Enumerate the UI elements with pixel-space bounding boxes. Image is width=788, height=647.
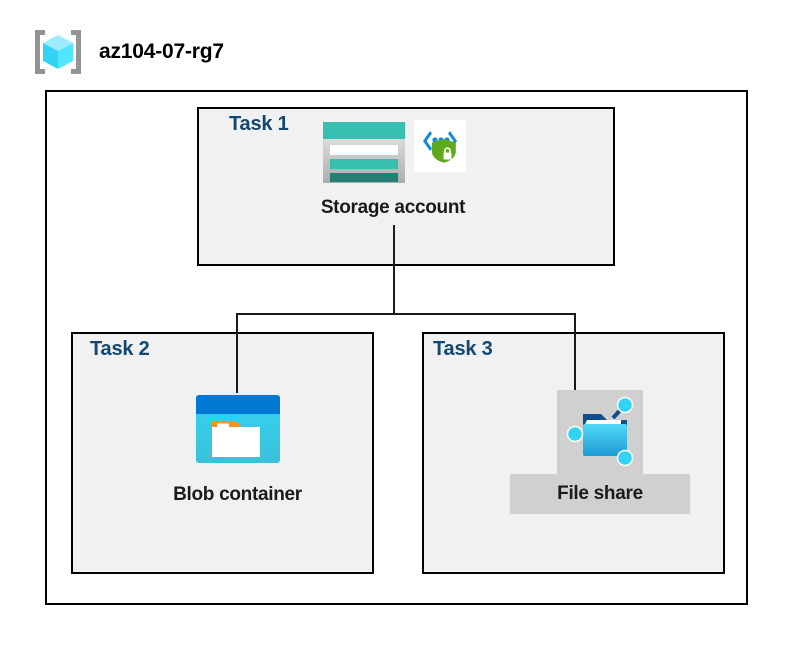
blob-container-icon <box>195 395 280 463</box>
file-share-icon <box>566 396 634 467</box>
task-1-box <box>197 107 615 266</box>
storage-account-caption: Storage account <box>320 197 466 218</box>
task-1-label: Task 1 <box>229 113 289 135</box>
resource-group-title: az104-07-rg7 <box>99 40 224 63</box>
connector-branch-to-file-share <box>574 313 576 393</box>
storage-security-shield-icon <box>413 120 466 172</box>
storage-account-icon-group <box>321 120 466 190</box>
task-2-label: Task 2 <box>90 338 150 360</box>
file-share-caption-highlight: File share <box>510 474 690 514</box>
connector-storage-to-branch <box>393 225 395 315</box>
blob-container-caption: Blob container <box>173 484 302 505</box>
storage-account-icon <box>322 122 405 183</box>
task-3-label: Task 3 <box>433 338 493 360</box>
storage-account-node: Storage account <box>297 120 489 219</box>
resource-group-header: az104-07-rg7 <box>31 27 224 77</box>
file-share-node: File share <box>510 390 690 514</box>
blob-container-node: Blob container <box>150 393 325 506</box>
connector-branch-to-blob-container <box>236 313 238 393</box>
resource-group-cube-icon <box>35 30 81 74</box>
file-share-icon-highlight <box>557 390 643 474</box>
file-share-caption: File share <box>557 483 643 504</box>
connector-branch-horizontal <box>236 313 576 315</box>
